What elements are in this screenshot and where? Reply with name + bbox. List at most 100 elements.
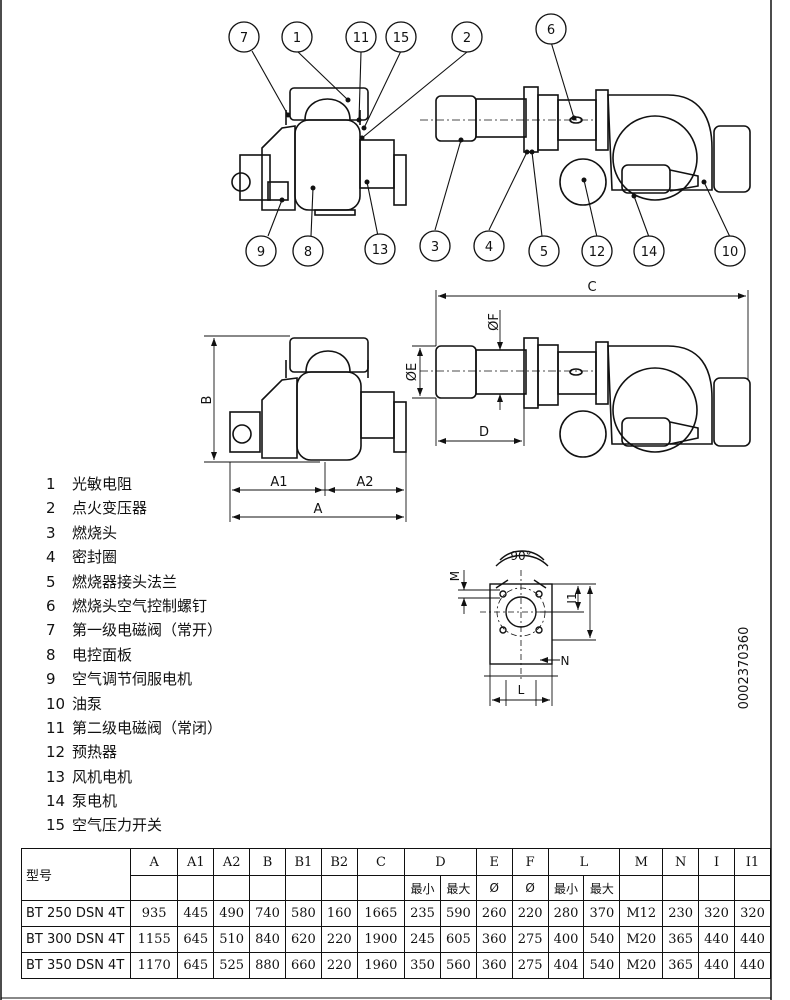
dim-F: ØF [487,313,502,331]
table-cell: 320 [698,900,735,927]
dim-A1: A1 [270,475,287,490]
dim-D: D [479,425,489,440]
table-cell: M12 [619,900,664,927]
table-cell: 350 [404,952,441,979]
sub-L-max: 最大 [583,875,621,901]
flange-labels: 90° M N L I1 [448,549,579,697]
legend-text: 燃烧头空气控制螺钉 [72,596,208,615]
table-cell: 645 [177,926,215,953]
sub-E: Ø [475,875,513,901]
legend-text: 空气压力开关 [72,816,163,835]
header-F: F [511,848,549,876]
table-cell: 220 [320,952,358,979]
legend-number: 4 [46,548,56,567]
table-cell: 1665 [356,900,406,927]
table-header-row: 型号 A A1 A2 B B1 B2 C D E F L M N I I1 [21,848,772,901]
legend-number: 9 [46,670,56,689]
legend-number: 1 [46,475,56,493]
side-view-top [420,86,751,206]
legend-text: 空气调节伺服电机 [72,670,193,689]
table-cell: 440 [733,952,772,979]
legend-item: 9 空气调节伺服电机 [46,667,346,691]
legend-text: 油泵 [72,694,103,713]
dim-B: B [200,396,215,405]
header-E: E [475,848,513,876]
table-cell: 235 [404,900,441,927]
flange-detail [480,550,562,680]
legend-number: 7 [46,621,56,640]
table-cell: 230 [662,900,700,927]
flange-dims [458,570,596,706]
legend-text: 风机电机 [72,767,133,786]
table-subheader-row: 最小 最大 Ø Ø 最小 最大 [22,875,772,901]
table-cell: 275 [511,952,549,979]
table-cell: 660 [284,952,322,979]
legend-item: 1 光敏电阻 [46,472,346,496]
dim-lines-side [412,290,749,446]
header-B2: B2 [320,848,358,876]
legend-text: 第二级电磁阀（常闭） [72,718,223,737]
table-cell: 440 [733,926,772,953]
front-view-top [231,87,407,216]
table-cell: 525 [213,952,251,979]
dim-E: ØE [405,363,420,381]
callout-1: 1 [293,31,301,46]
table-cell: 320 [733,900,772,927]
legend-item: 6 燃烧头空气控制螺钉 [46,594,346,618]
legend-text: 预热器 [72,743,118,762]
table-cell: 365 [662,952,700,979]
table-cell: 440 [698,952,735,979]
table-cell: 540 [583,952,621,979]
table-cell: M20 [619,926,664,953]
sub-F: Ø [511,875,549,901]
legend-number: 3 [46,523,56,542]
table-cell: 840 [249,926,286,953]
table-cell: 360 [475,926,513,953]
dim-arrows-front [211,338,404,520]
table-cell: 1155 [129,926,179,953]
legend-text: 光敏电阻 [72,475,133,493]
dim-N: N [561,654,570,668]
callout-3: 3 [431,240,439,255]
table-cell: 1960 [356,952,406,979]
legend-number: 15 [46,816,66,835]
model-cell: BT 300 DSN 4T [21,926,131,953]
table-cell: 440 [698,926,735,953]
legend-number: 2 [46,499,56,518]
header-D: D [404,848,477,876]
table-cell: 220 [320,926,358,953]
legend-text: 燃烧器接头法兰 [72,572,178,591]
dim-A: A [314,502,323,517]
table-cell: 275 [511,926,549,953]
legend-item: 15 空气压力开关 [46,813,346,837]
dim-angle: 90° [510,549,531,563]
document-code: 0002370360 [737,627,752,710]
table-cell: 370 [583,900,621,927]
flange-arrows [461,582,593,703]
spec-table: 型号 A A1 A2 B B1 B2 C D E F L M N I I1 最小… [21,848,772,979]
table-cell: 404 [547,952,585,979]
sub-D-max: 最大 [439,875,477,901]
table-cell: 490 [213,900,251,927]
legend-number: 6 [46,596,56,615]
header-B1: B1 [284,848,322,876]
table-cell: 620 [284,926,322,953]
callout-13: 13 [372,243,389,258]
table-cell: 605 [439,926,477,953]
table-cell: 400 [547,926,585,953]
dim-L: L [518,683,525,697]
side-view-mid [420,337,751,458]
table-cell: 360 [475,952,513,979]
callout-4: 4 [485,240,493,255]
callout-7: 7 [240,31,248,46]
table-cell: 445 [177,900,215,927]
table-cell: 220 [511,900,549,927]
